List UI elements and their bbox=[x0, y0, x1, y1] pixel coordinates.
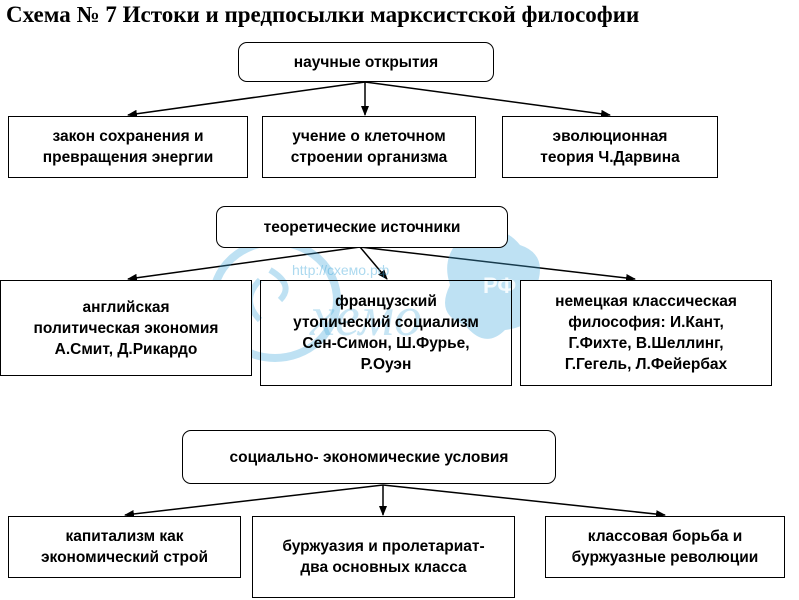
box-line: капитализм как bbox=[65, 528, 184, 545]
box-line: немецкая классическая bbox=[555, 293, 737, 310]
box-line: А.Смит, Д.Рикардо bbox=[54, 340, 198, 358]
arrow-social-left bbox=[124, 484, 384, 518]
box-line: Г.Фихте, В.Шеллинг, bbox=[568, 335, 724, 352]
header-theoretical-sources: теоретические источники bbox=[216, 206, 508, 248]
box-line: Сен-Симон, Ш.Фурье, bbox=[302, 335, 470, 352]
header-label: научные открытия bbox=[293, 53, 439, 71]
arrow-social-right bbox=[382, 484, 666, 519]
box-line: буржуазия и пролетариат- bbox=[282, 538, 485, 555]
box-line: политическая экономия bbox=[33, 319, 219, 337]
box-line: философия: И.Кант, bbox=[568, 314, 724, 331]
box-cell-theory: учение о клеточном строении организма bbox=[262, 116, 476, 178]
watermark-url: http://схемо.рф bbox=[292, 262, 390, 278]
arrow-theory-right bbox=[359, 246, 636, 282]
header-label: теоретические источники bbox=[263, 218, 461, 236]
box-line: учение о клеточном bbox=[292, 128, 446, 145]
box-capitalism: капитализм как экономический строй bbox=[8, 516, 241, 578]
box-line: эволюционная bbox=[552, 128, 668, 145]
box-line: экономический строй bbox=[40, 549, 209, 566]
header-label: социально- экономические условия bbox=[229, 448, 509, 466]
box-line: строении организма bbox=[290, 149, 448, 166]
box-energy-conservation: закон сохранения и превращения энергии bbox=[8, 116, 248, 178]
box-line: английская bbox=[82, 298, 170, 316]
box-line: превращения энергии bbox=[42, 149, 214, 166]
box-line: французский bbox=[335, 293, 437, 310]
box-class-struggle: классовая борьба и буржуазные революции bbox=[545, 516, 785, 578]
box-french-socialism: французский утопический социализм Сен-Си… bbox=[260, 280, 512, 386]
box-two-classes: буржуазия и пролетариат- два основных кл… bbox=[252, 516, 515, 598]
header-science-discoveries: научные открытия bbox=[238, 42, 494, 82]
box-english-economy: английская политическая экономия А.Смит,… bbox=[0, 280, 252, 376]
box-line: закон сохранения и bbox=[52, 128, 204, 145]
box-german-philosophy: немецкая классическая философия: И.Кант,… bbox=[520, 280, 772, 386]
arrow-science-left bbox=[127, 81, 366, 118]
box-line: два основных класса bbox=[300, 559, 467, 576]
arrow-theory-center bbox=[359, 246, 388, 280]
arrow-theory-left bbox=[127, 246, 361, 282]
box-line: теория Ч.Дарвина bbox=[540, 149, 680, 166]
box-line: буржуазные революции bbox=[571, 549, 759, 566]
header-socio-economic-conditions: социально- экономические условия bbox=[182, 430, 556, 484]
box-line: классовая борьба и bbox=[587, 528, 743, 545]
box-line: Р.Оуэн bbox=[360, 356, 412, 373]
page-title: Схема № 7 Истоки и предпосылки марксистс… bbox=[6, 2, 640, 27]
box-line: Г.Гегель, Л.Фейербах bbox=[564, 356, 728, 373]
box-darwin-theory: эволюционная теория Ч.Дарвина bbox=[502, 116, 718, 178]
arrow-science-right bbox=[364, 81, 611, 118]
box-line: утопический социализм bbox=[293, 314, 479, 331]
